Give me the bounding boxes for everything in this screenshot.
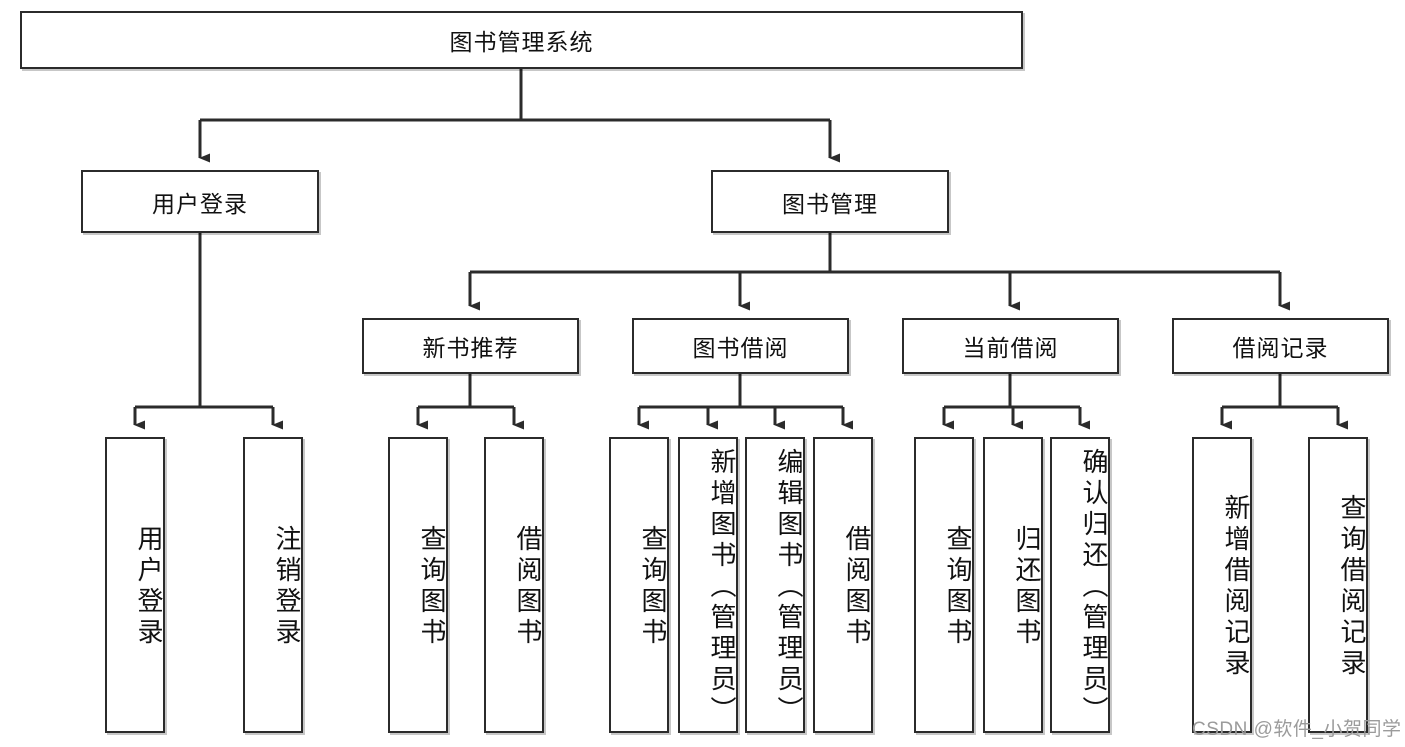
node-level3-1[interactable]: 图书借阅 — [632, 318, 849, 374]
node-level3-0[interactable]: 新书推荐 — [362, 318, 579, 374]
node-label: 用户登录 — [134, 525, 164, 649]
node-label: 当前借阅 — [962, 335, 1059, 361]
node-level3-3[interactable]: 借阅记录 — [1172, 318, 1389, 374]
node-label: 新书推荐 — [422, 335, 519, 361]
csdn-watermark: CSDN @软件_小贺同学 — [1192, 719, 1402, 740]
node-leaf-3[interactable]: 借阅图书 — [484, 437, 544, 733]
node-leaf-2[interactable]: 查询图书 — [388, 437, 448, 733]
node-label: 查询图书 — [417, 525, 447, 649]
node-leaf-9[interactable]: 归还图书 — [983, 437, 1043, 733]
node-leaf-11[interactable]: 新增借阅记录 — [1192, 437, 1252, 733]
node-leaf-7[interactable]: 借阅图书 — [813, 437, 873, 733]
node-label: 借阅图书 — [513, 525, 543, 649]
node-label: 查询图书 — [943, 525, 973, 649]
node-root[interactable]: 图书管理系统 — [20, 11, 1023, 69]
node-label: 图书借阅 — [692, 335, 789, 361]
node-leaf-0[interactable]: 用户登录 — [105, 437, 165, 733]
node-label: 借阅图书 — [842, 525, 872, 649]
node-leaf-8[interactable]: 查询图书 — [914, 437, 974, 733]
node-label: 图书管理系统 — [449, 29, 594, 55]
node-label: 用户登录 — [152, 190, 248, 217]
node-leaf-4[interactable]: 查询图书 — [609, 437, 669, 733]
node-label: 借阅记录 — [1232, 335, 1329, 361]
node-label: 注销登录 — [272, 525, 302, 649]
node-leaf-6[interactable]: 编辑图书（管理员） — [745, 437, 805, 733]
node-label: 确认归还（管理员） — [1079, 447, 1109, 727]
node-label: 查询图书 — [638, 525, 668, 649]
node-leaf-1[interactable]: 注销登录 — [243, 437, 303, 733]
node-level2-0[interactable]: 用户登录 — [81, 170, 319, 233]
node-level2-1[interactable]: 图书管理 — [711, 170, 949, 233]
node-level3-2[interactable]: 当前借阅 — [902, 318, 1119, 374]
node-label: 新增图书（管理员） — [707, 447, 737, 727]
node-leaf-12[interactable]: 查询借阅记录 — [1308, 437, 1368, 733]
node-label: 归还图书 — [1012, 525, 1042, 649]
node-label: 图书管理 — [782, 190, 878, 217]
node-leaf-10[interactable]: 确认归还（管理员） — [1050, 437, 1110, 733]
node-label: 查询借阅记录 — [1337, 494, 1367, 680]
node-leaf-5[interactable]: 新增图书（管理员） — [678, 437, 738, 733]
node-label: 新增借阅记录 — [1221, 494, 1251, 680]
node-label: 编辑图书（管理员） — [774, 447, 804, 727]
